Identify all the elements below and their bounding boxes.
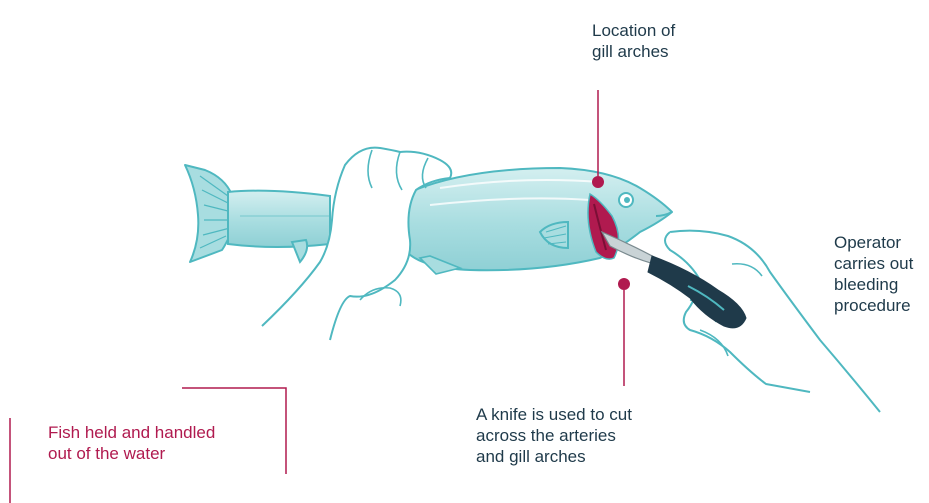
operator-label-line-2: carries out — [834, 253, 913, 274]
operator-label: Operator carries out bleeding procedure — [834, 232, 913, 316]
fish-pupil — [624, 197, 630, 203]
knife-label: A knife is used to cut across the arteri… — [476, 404, 632, 467]
fish-held-label-line-1: Fish held and handled — [48, 422, 215, 443]
operator-label-line-4: procedure — [834, 295, 913, 316]
gill-callout-dot — [592, 176, 604, 188]
gill-arches-label: Location of gill arches — [592, 20, 675, 62]
knife-label-line-2: across the arteries — [476, 425, 632, 446]
operator-label-line-3: bleeding — [834, 274, 913, 295]
fish-held-label: Fish held and handled out of the water — [48, 422, 215, 464]
fish-held-label-line-2: out of the water — [48, 443, 215, 464]
gill-arches-label-line-2: gill arches — [592, 41, 675, 62]
fish-rear-body — [228, 191, 330, 247]
knife-callout-dot — [618, 278, 630, 290]
knife-label-line-3: and gill arches — [476, 446, 632, 467]
gill-arches-label-line-1: Location of — [592, 20, 675, 41]
operator-label-line-1: Operator — [834, 232, 913, 253]
fish-anal-fin — [292, 240, 307, 262]
knife-label-line-1: A knife is used to cut — [476, 404, 632, 425]
